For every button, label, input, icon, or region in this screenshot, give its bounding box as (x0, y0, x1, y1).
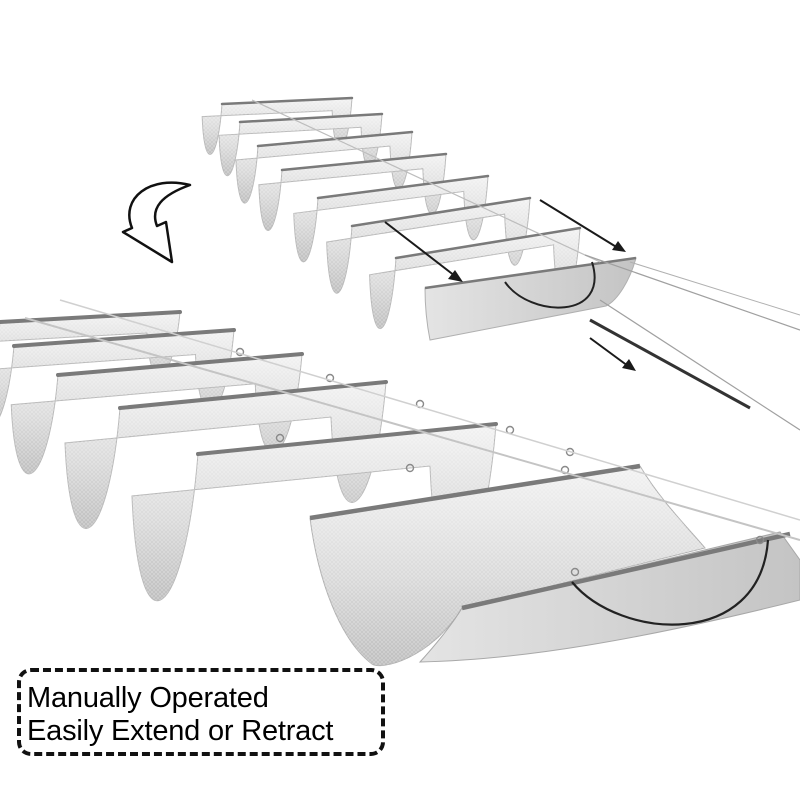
canopy-panel (309, 463, 800, 667)
direction-arrow-icon (384, 221, 463, 282)
fabric-texture (326, 198, 530, 294)
wire-clip (755, 535, 765, 545)
guide-wire (59, 299, 800, 521)
support-rail (461, 531, 791, 611)
canopy-fabric (418, 531, 800, 663)
guide-wire (24, 317, 800, 541)
fabric-texture (236, 132, 412, 204)
fabric-texture (219, 114, 382, 176)
wire-clip (325, 373, 335, 383)
fabric-texture (310, 466, 705, 666)
caption-line-1: Manually Operated (27, 682, 269, 714)
support-rail (309, 463, 641, 521)
guide-wire (629, 261, 800, 316)
fabric-texture (0, 330, 234, 416)
caption-box: Manually Operated Easily Extend or Retra… (17, 668, 385, 756)
fabric-texture (293, 176, 488, 262)
retracted-canopy (201, 96, 800, 431)
pull-rod (589, 318, 751, 410)
direction-arrow-icon (589, 337, 636, 371)
wire-clip (405, 463, 415, 473)
canopy-panel (293, 174, 490, 263)
fabric-texture (65, 382, 386, 529)
support-rail (350, 196, 532, 228)
canopy-panel (258, 152, 448, 231)
fabric-texture (258, 154, 446, 231)
canopy-panel (326, 196, 532, 294)
fabric-texture (202, 98, 352, 155)
guide-wire (599, 299, 800, 431)
support-rail (196, 422, 498, 456)
guide-wire (584, 254, 800, 331)
support-rail (220, 96, 354, 106)
canopy-panel (201, 96, 354, 155)
pull-cord (571, 539, 770, 626)
support-rail (424, 256, 637, 290)
fabric-texture (132, 424, 496, 601)
fabric-texture (0, 312, 180, 377)
curved-arrow-icon (121, 181, 192, 264)
caption-line-2: Easily Extend or Retract (27, 715, 334, 747)
support-rail (280, 152, 448, 172)
canopy-panel (0, 328, 236, 417)
extended-canopy (0, 299, 800, 667)
support-rail (118, 380, 388, 410)
canopy-panel (10, 352, 304, 475)
fabric-texture (11, 354, 302, 474)
wire-clip (570, 567, 580, 577)
fabric-texture (369, 228, 580, 329)
direction-arrow-icon (539, 199, 626, 252)
direction-arrows (384, 199, 636, 371)
guide-wire (251, 99, 601, 263)
support-rail (238, 112, 384, 124)
support-rail (316, 174, 490, 200)
canopy-panel (218, 112, 384, 177)
support-rail (56, 352, 304, 377)
support-rail (12, 328, 236, 348)
pull-cord (504, 261, 596, 309)
wire-clip (275, 433, 285, 443)
